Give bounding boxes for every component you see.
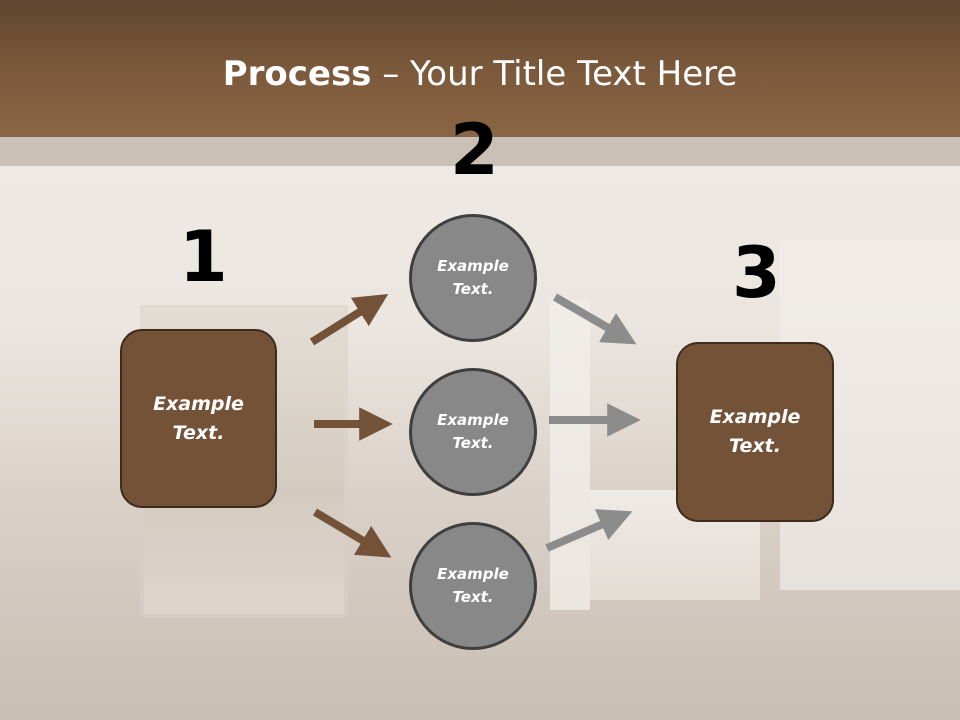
title-rest: – Your Title Text Here [371,54,738,94]
circle-3-line-2: Text. [452,588,494,606]
circle-3: Example Text. [409,522,537,650]
title-header [0,0,960,137]
step-number-3: 3 [732,232,781,314]
circle-2-line-2: Text. [452,434,494,452]
arrow-to-circle-3 [312,508,392,558]
arrow-to-circle-1 [309,294,389,346]
circle-1: Example Text. [409,214,537,342]
left-text-box: Example Text. [120,329,277,508]
circle-1-line-1: Example [437,257,509,275]
circle-3-line-1: Example [437,565,509,583]
header-band [0,137,960,166]
right-text-box: Example Text. [676,342,834,522]
right-box-line-2: Text. [729,435,781,457]
circle-2-line-1: Example [437,411,509,429]
left-box-line-2: Text. [172,421,225,444]
left-box-line-1: Example [153,392,244,415]
slide-title: Process – Your Title Text Here [0,52,960,96]
arrow-from-circle-1 [552,293,637,345]
background-pillar [550,300,590,610]
circle-2: Example Text. [409,368,537,496]
right-box-line-1: Example [709,406,801,428]
title-bold: Process [222,54,372,94]
step-number-1: 1 [179,216,228,298]
circle-1-line-2: Text. [452,280,494,298]
arrow-from-circle-3 [545,509,633,552]
step-number-2: 2 [450,109,499,191]
